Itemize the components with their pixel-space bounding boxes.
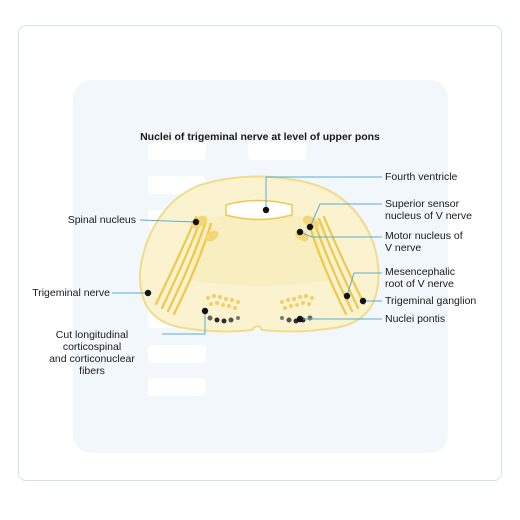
right-trigeminal-fibers — [307, 215, 366, 316]
label-nuclei-pontis: Nuclei pontis — [385, 313, 446, 325]
superior-sensor-nucleus-shape — [302, 215, 320, 229]
label-mesencephalic-root: Mesencephalic root of V nerve — [385, 266, 456, 290]
label-trigeminal-ganglion: Trigeminal ganglion — [385, 295, 477, 307]
label-trigeminal-nerve: Trigeminal nerve — [32, 287, 110, 299]
label-superior-sensor-nucleus: Superior sensor nucleus of V nerve — [385, 198, 472, 222]
label-cut-fibers: Cut longitudinal corticospinal and corti… — [49, 329, 135, 377]
left-nuclei-pontis — [206, 294, 240, 310]
left-cut-fibers — [207, 315, 240, 324]
ghost-block — [248, 142, 306, 160]
pointer-dots — [144, 206, 367, 323]
left-motor-nucleus-shape — [205, 230, 219, 242]
diagram-title: Nuclei of trigeminal nerve at level of u… — [140, 131, 380, 143]
ghost-block — [148, 378, 206, 396]
ghost-block — [148, 345, 206, 363]
leader-lines — [112, 176, 382, 335]
fourth-ventricle — [225, 199, 293, 221]
label-fourth-ventricle: Fourth ventricle — [385, 171, 458, 183]
inner-shading — [190, 213, 328, 286]
ghost-block — [148, 142, 206, 160]
label-motor-nucleus: Motor nucleus of V nerve — [385, 230, 463, 254]
label-spinal-nucleus: Spinal nucleus — [67, 214, 136, 226]
right-nuclei-pontis — [280, 294, 314, 310]
